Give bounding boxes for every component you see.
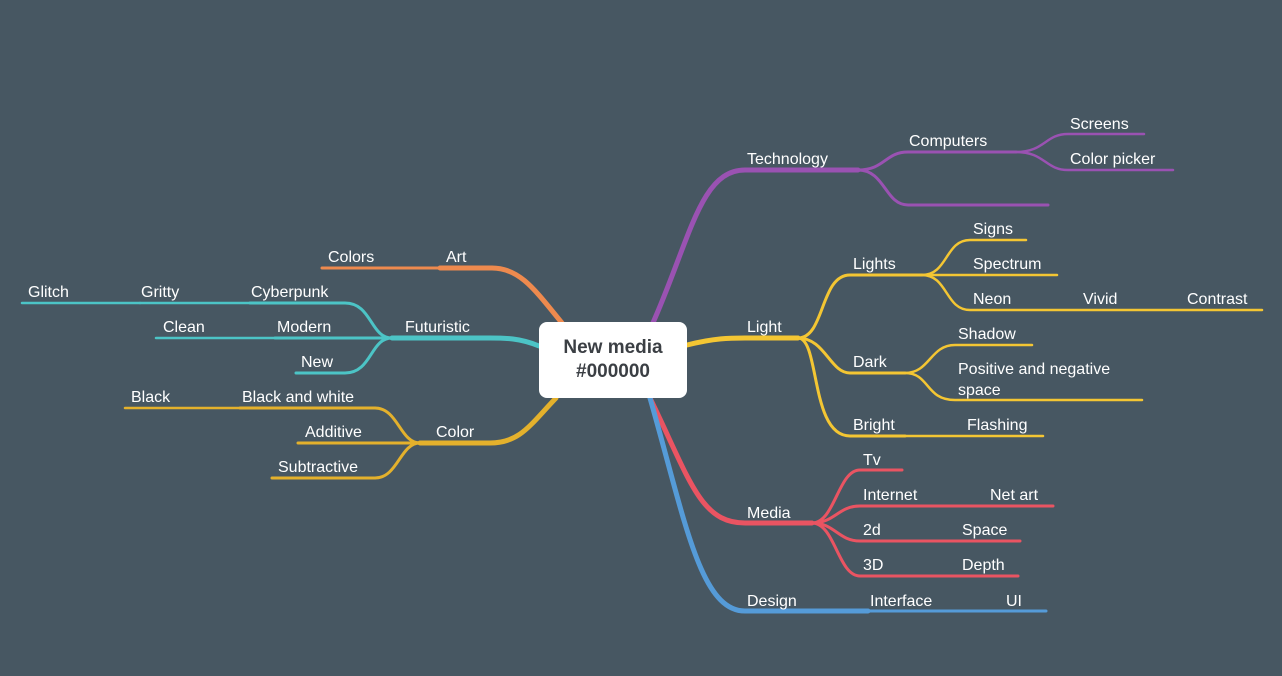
- shadow-label[interactable]: Shadow: [958, 326, 1016, 343]
- light-connector: [684, 335, 801, 348]
- pos-neg-label-line1[interactable]: Positive and negative: [958, 361, 1110, 378]
- technology-label[interactable]: Technology: [747, 151, 828, 168]
- dark-label[interactable]: Dark: [853, 354, 888, 371]
- new-label[interactable]: New: [301, 354, 333, 371]
- lights-label[interactable]: Lights: [853, 256, 896, 273]
- media-connector: [647, 395, 815, 526]
- ui-label[interactable]: UI: [1006, 593, 1022, 610]
- color-connector: [417, 395, 559, 446]
- color-branch: [123, 395, 559, 480]
- neon-label[interactable]: Neon: [973, 291, 1011, 308]
- additive-label[interactable]: Additive: [305, 424, 362, 441]
- flashing-label[interactable]: Flashing: [967, 417, 1027, 434]
- glitch-label[interactable]: Glitch: [28, 284, 69, 301]
- contrast-label[interactable]: Contrast: [1187, 291, 1248, 308]
- central-topic[interactable]: New media #000000: [539, 322, 687, 398]
- futuristic-label[interactable]: Futuristic: [405, 319, 470, 336]
- depth-label[interactable]: Depth: [962, 557, 1005, 574]
- futuristic-connector: [389, 335, 542, 349]
- art-connector: [437, 265, 565, 326]
- interface-label[interactable]: Interface: [870, 593, 932, 610]
- tv-label[interactable]: Tv: [863, 452, 881, 469]
- screens-connector: [1014, 132, 1146, 154]
- computers-label[interactable]: Computers: [909, 133, 987, 150]
- central-topic-subtitle: #000000: [576, 361, 650, 382]
- color-picker-connector: [1014, 150, 1175, 172]
- black-label[interactable]: Black: [131, 389, 171, 406]
- art-branch: [320, 265, 565, 326]
- bright-label[interactable]: Bright: [853, 417, 895, 434]
- subtractive-label[interactable]: Subtractive: [278, 459, 358, 476]
- lights-connector: [796, 273, 924, 340]
- spectrum-label[interactable]: Spectrum: [973, 256, 1041, 273]
- technology-branch: [649, 132, 1175, 328]
- shadow-connector: [903, 343, 1034, 375]
- 2d-label[interactable]: 2d: [863, 522, 881, 539]
- net-art-label[interactable]: Net art: [990, 487, 1039, 504]
- gritty-label[interactable]: Gritty: [141, 284, 179, 301]
- neon-connector: [920, 273, 1264, 312]
- central-topic-title: New media: [563, 337, 663, 358]
- screens-label[interactable]: Screens: [1070, 116, 1129, 133]
- bright-connector: [796, 336, 907, 438]
- light-label[interactable]: Light: [747, 319, 782, 336]
- subtractive-connector: [270, 441, 422, 480]
- pos-neg-connector: [903, 371, 1144, 402]
- cyberpunk-label[interactable]: Cyberpunk: [251, 284, 329, 301]
- new-connector: [294, 336, 394, 375]
- dark-connector: [796, 336, 907, 375]
- light-branch: [684, 238, 1264, 438]
- art-label[interactable]: Art: [446, 249, 467, 266]
- technology-empty-connector: [856, 168, 1050, 207]
- 3d-connector: [810, 521, 1020, 578]
- internet-connector: [810, 504, 1055, 525]
- signs-label[interactable]: Signs: [973, 221, 1013, 238]
- design-label[interactable]: Design: [747, 593, 797, 610]
- futuristic-branch: [20, 301, 542, 375]
- vivid-label[interactable]: Vivid: [1083, 291, 1117, 308]
- signs-connector: [920, 238, 1028, 277]
- media-branch: [647, 395, 1055, 578]
- computers-connector: [856, 150, 1018, 172]
- color-picker-label[interactable]: Color picker: [1070, 151, 1156, 168]
- internet-label[interactable]: Internet: [863, 487, 918, 504]
- space-label[interactable]: Space: [962, 522, 1007, 539]
- clean-label[interactable]: Clean: [163, 319, 205, 336]
- media-label[interactable]: Media: [747, 505, 791, 522]
- technology-connector: [649, 167, 861, 328]
- color-label[interactable]: Color: [436, 424, 475, 441]
- design-connector: [647, 395, 871, 614]
- modern-label[interactable]: Modern: [277, 319, 331, 336]
- pos-neg-label-line2[interactable]: space: [958, 382, 1001, 399]
- black-and-white-label[interactable]: Black and white: [242, 389, 354, 406]
- design-branch: [647, 395, 1048, 614]
- colors-label[interactable]: Colors: [328, 249, 374, 266]
- 3d-label[interactable]: 3D: [863, 557, 883, 574]
